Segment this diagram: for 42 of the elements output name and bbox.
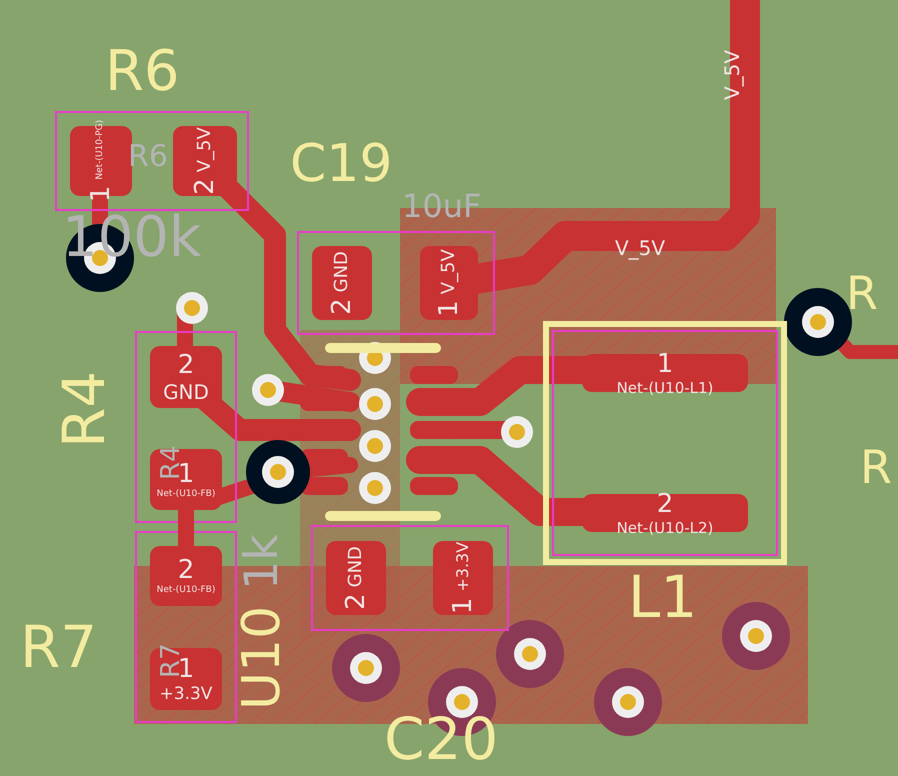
reference-designator: L1	[628, 568, 698, 626]
reference-designator: C19	[290, 138, 392, 190]
net-name: V_5V	[195, 127, 215, 172]
net-name: GND	[163, 381, 209, 403]
pin-number: 2	[342, 593, 370, 610]
pin-number: 2	[656, 490, 674, 518]
pin-number: 1	[449, 598, 477, 614]
smd-pad	[420, 246, 478, 320]
net-name: Net-(U10-L1)	[616, 380, 714, 396]
pin-number: 2	[191, 178, 219, 195]
net-label: V_5V	[722, 50, 742, 100]
smd-pad	[433, 541, 493, 615]
smd-pad	[150, 546, 222, 606]
net-name: Net-(U10-FB)	[156, 586, 216, 596]
net-name: GND	[346, 546, 366, 588]
pin-number: 1	[87, 186, 115, 202]
smd-pad	[312, 246, 372, 320]
component-value: 1k	[238, 534, 284, 590]
pin-number: 1	[656, 350, 674, 378]
net-name: Net-(U10-L2)	[616, 520, 714, 536]
smd-pad	[326, 541, 386, 615]
reference-designator: C20	[384, 710, 498, 768]
reference-designator: R4	[55, 370, 113, 448]
pin-number: 2	[178, 351, 194, 379]
net-name: Net-(U10-PG)	[96, 120, 106, 180]
net-name: +3.3V	[454, 542, 472, 592]
pin-number: 1	[435, 300, 463, 317]
net-name: V_5V	[439, 249, 459, 294]
pin-number: 2	[178, 556, 194, 584]
reference-designator: R	[860, 444, 892, 490]
net-label: V_5V	[615, 238, 666, 258]
net-name: +3.3V	[160, 684, 212, 704]
reference-designator: R	[846, 270, 878, 316]
reference-designator: R7	[20, 618, 98, 676]
net-name: Net-(U10-FB)	[156, 490, 216, 500]
smd-pad	[173, 126, 237, 196]
smd-pad	[150, 346, 222, 408]
pin-number: 2	[328, 298, 356, 315]
copper-trace	[178, 510, 194, 546]
reference-designator: U10	[236, 606, 288, 710]
net-name: GND	[332, 251, 352, 292]
reference-designator: R6	[105, 44, 180, 100]
